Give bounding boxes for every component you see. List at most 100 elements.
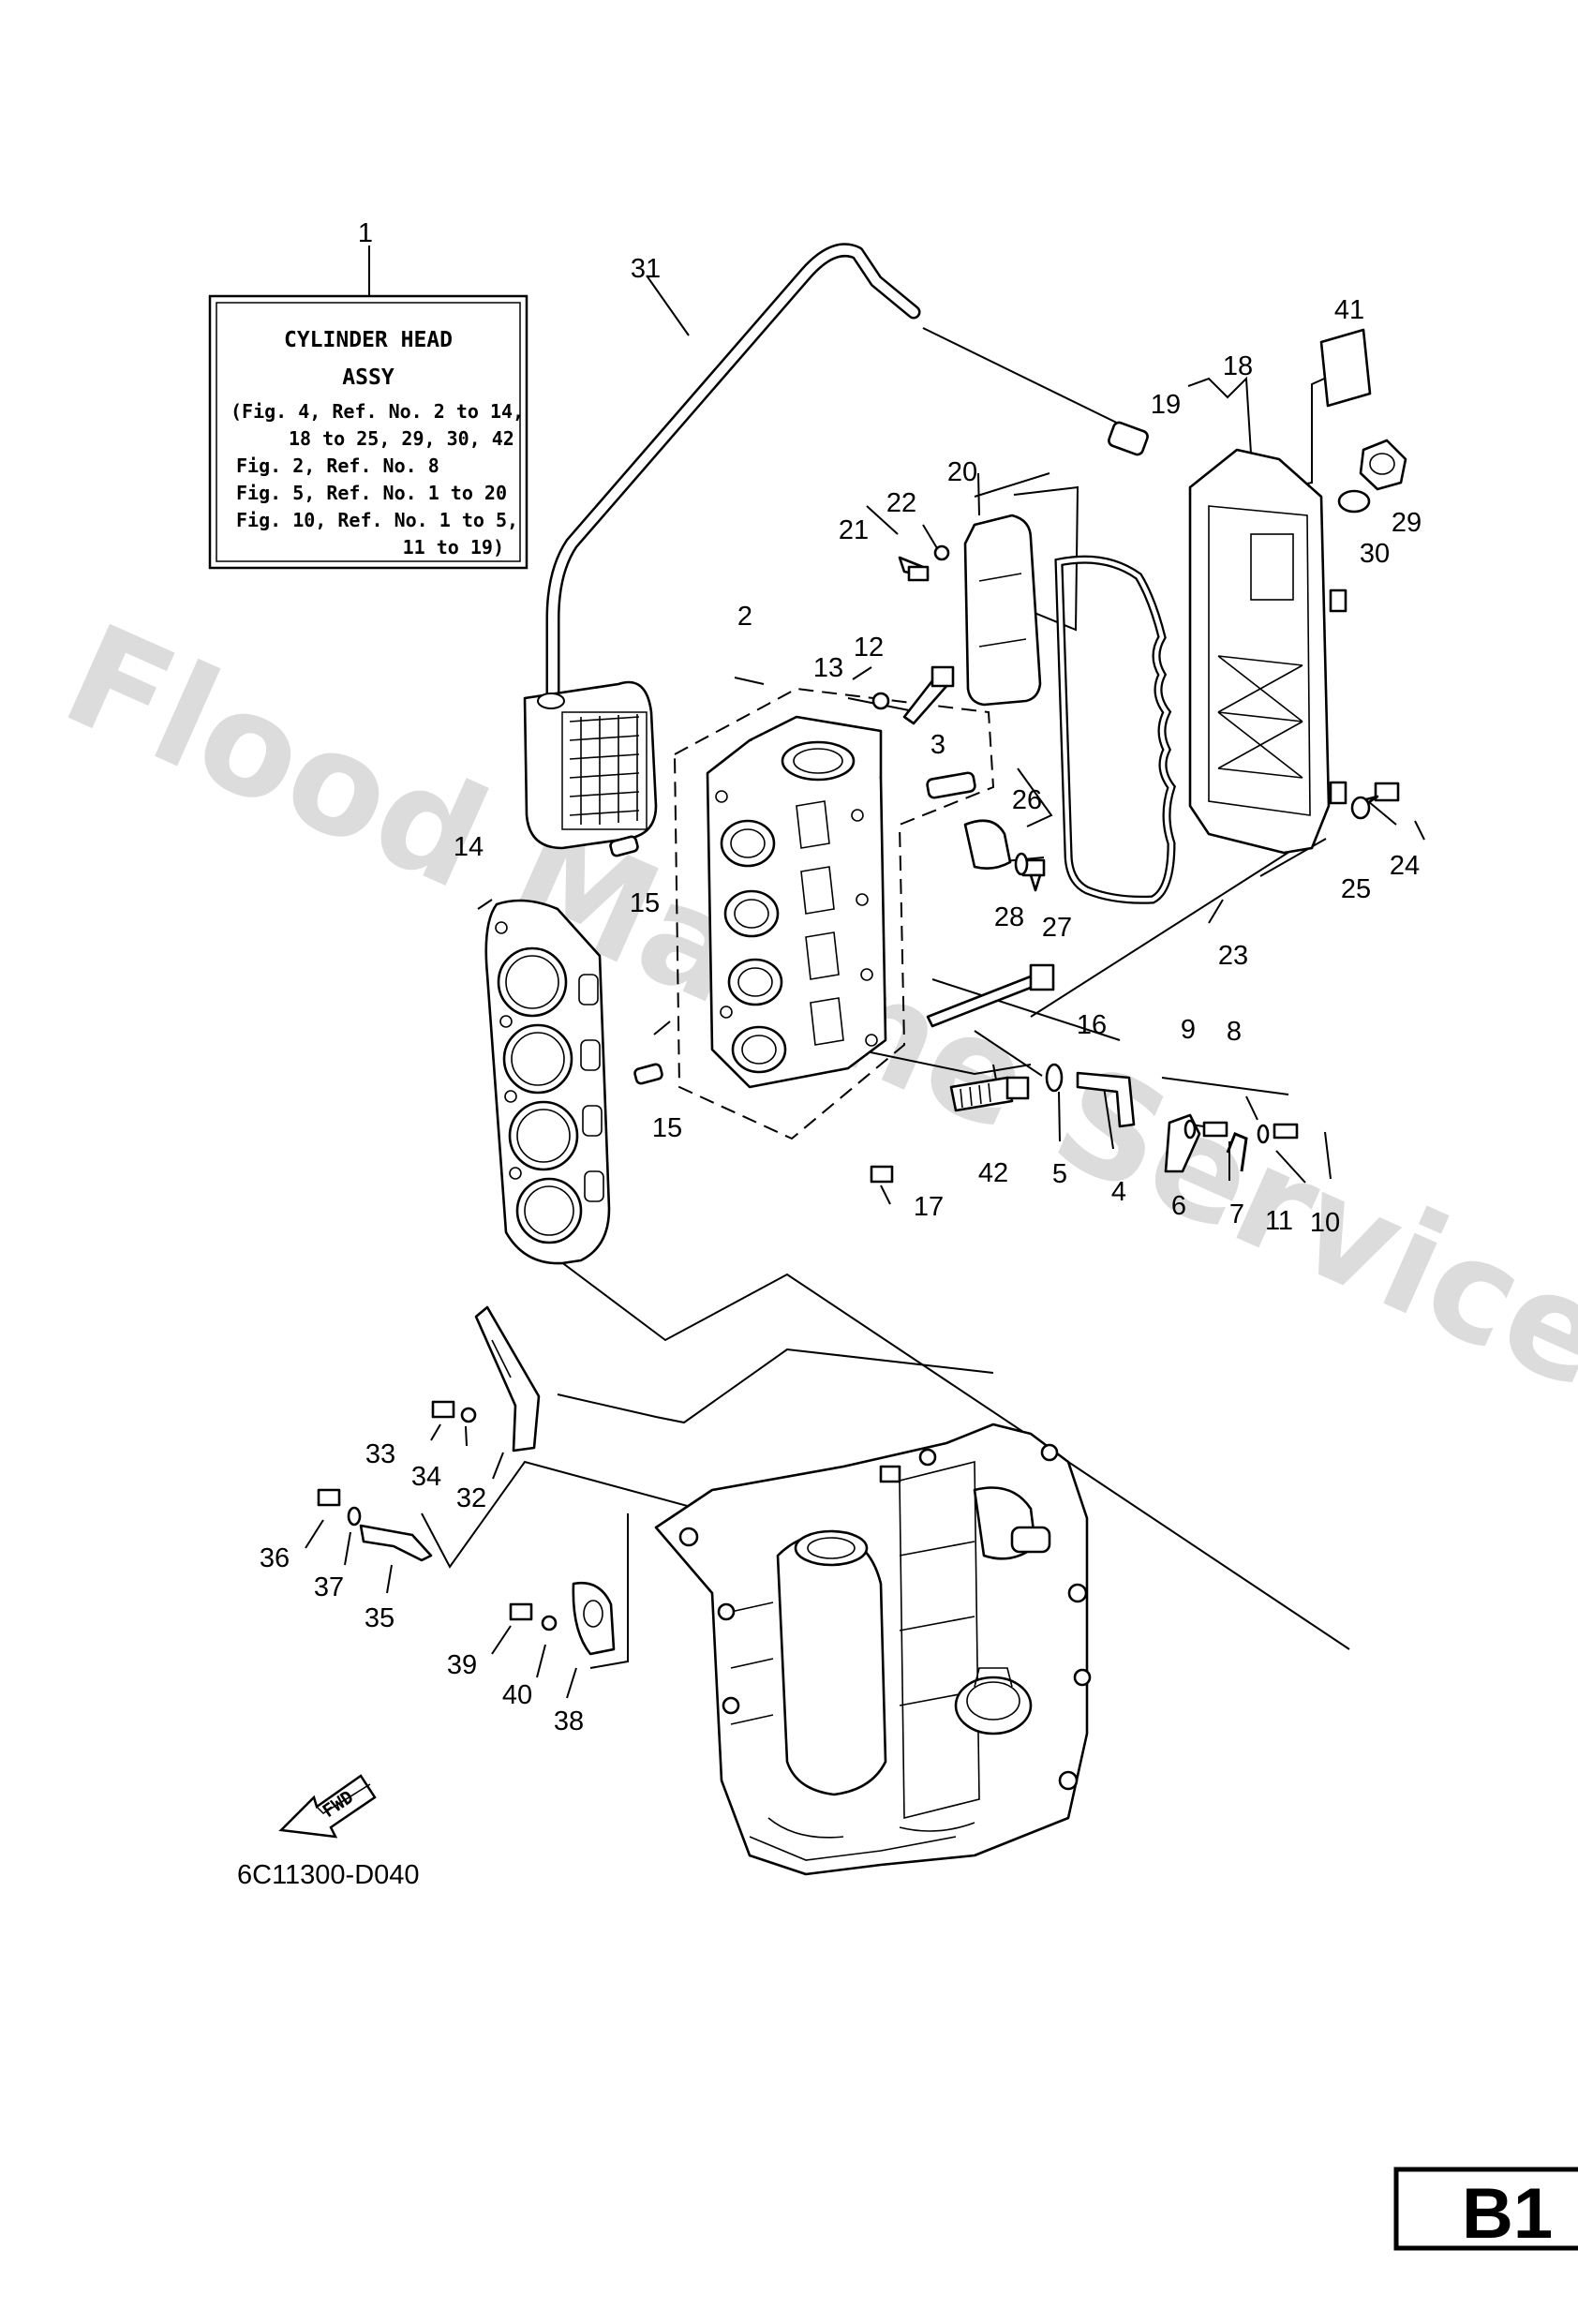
- callout-37: 37: [314, 1572, 344, 1602]
- callout-38: 38: [554, 1706, 584, 1736]
- callout-33: 33: [365, 1439, 395, 1469]
- part-5-gasket: [1045, 1063, 1064, 1093]
- part-18-exhaust-cover: [1188, 448, 1347, 855]
- callout-42: 42: [978, 1158, 1008, 1188]
- part-29-plug: [1359, 439, 1407, 491]
- callout-34: 34: [411, 1462, 441, 1492]
- part-38-plate: [572, 1581, 616, 1656]
- part-15-dowel-pin: [609, 835, 663, 1085]
- forward-direction-arrow: FWD: [278, 1774, 377, 1839]
- legend-line: 11 to 19): [403, 536, 504, 559]
- callout-36: 36: [260, 1543, 290, 1573]
- part-filter-element: [523, 680, 658, 850]
- callout-18: 18: [1223, 351, 1253, 381]
- part-42-sensor: [949, 1076, 1030, 1112]
- callout-39: 39: [447, 1650, 477, 1680]
- part-3-sleeve: [926, 771, 976, 799]
- callout-23: 23: [1218, 941, 1248, 971]
- callout-12: 12: [854, 633, 884, 663]
- part-25-washer: [1350, 796, 1371, 820]
- part-cylinder-block: [654, 1423, 1092, 1876]
- callout-16: 16: [1077, 1010, 1107, 1040]
- callout-31: 31: [631, 254, 661, 284]
- callout-15: 15: [630, 888, 660, 918]
- callout-24: 24: [1390, 851, 1420, 881]
- callout-3: 3: [930, 730, 945, 760]
- part-8-bolt: [1202, 1121, 1228, 1138]
- cylinder-bore-ports: [720, 819, 787, 1074]
- part-14-head-gasket: [484, 899, 611, 1265]
- callout-29: 29: [1392, 508, 1422, 538]
- callout-32: 32: [456, 1483, 486, 1513]
- part-17-bolt: [870, 1165, 894, 1184]
- part-32-bracket: [474, 1305, 541, 1452]
- part-39-bolt: [509, 1602, 533, 1621]
- callout-41: 41: [1334, 295, 1364, 325]
- part-37-washer: [347, 1506, 362, 1527]
- callout-numbers: 1 2 3 4 5 6 7 8 9 10 11 12 13 14 15 15 1…: [260, 218, 1422, 1736]
- part-41-label: [1319, 328, 1372, 408]
- part-16-long-bolt: [926, 963, 1055, 1028]
- callout-5: 5: [1052, 1159, 1067, 1189]
- part-23-cover-gasket: [1054, 555, 1177, 904]
- part-21-bolt: [898, 556, 930, 582]
- part-36-bolt: [317, 1488, 341, 1507]
- callout-17: 17: [914, 1192, 944, 1222]
- legend-subtitle: ASSY: [342, 365, 394, 390]
- oil-filter: [954, 1667, 1033, 1736]
- callout-40: 40: [502, 1680, 532, 1710]
- part-30-o-ring: [1337, 489, 1371, 514]
- part-35-bracket: [359, 1524, 433, 1562]
- part-9-washer: [1184, 1119, 1197, 1140]
- callout-26: 26: [1012, 785, 1042, 815]
- callout-1: 1: [358, 218, 373, 248]
- callout-28: 28: [994, 902, 1024, 932]
- legend-line: (Fig. 4, Ref. No. 2 to 14,: [231, 400, 524, 423]
- drawing-code: 6C11300-D040: [237, 1860, 420, 1890]
- part-31-hose: [545, 243, 921, 710]
- callout-10: 10: [1310, 1208, 1340, 1238]
- part-19-hose-nipple: [1108, 421, 1149, 456]
- part-28-o-ring: [1014, 852, 1029, 876]
- callout-25: 25: [1341, 874, 1371, 904]
- callout-14: 14: [454, 832, 484, 862]
- callout-27: 27: [1042, 913, 1072, 943]
- callout-15: 15: [652, 1113, 682, 1143]
- page-tag-box: B1: [1393, 2167, 1578, 2254]
- legend-line: Fig. 2, Ref. No. 8: [236, 454, 439, 477]
- part-10-screw: [1273, 1123, 1299, 1140]
- legend-line: 18 to 25, 29, 30, 42: [289, 427, 514, 450]
- part-26-gasket-plate: [963, 819, 1012, 870]
- legend-line: Fig. 10, Ref. No. 1 to 5,: [236, 509, 518, 531]
- callout-4: 4: [1111, 1177, 1126, 1207]
- callout-6: 6: [1171, 1191, 1186, 1221]
- callout-7: 7: [1229, 1199, 1244, 1229]
- callout-35: 35: [365, 1603, 394, 1633]
- page-tag: B1: [1462, 2174, 1553, 2254]
- part-40-washer: [541, 1615, 558, 1631]
- callout-21: 21: [839, 515, 869, 545]
- callout-2: 2: [737, 602, 752, 632]
- callout-13: 13: [813, 653, 843, 683]
- callout-11: 11: [1265, 1206, 1293, 1236]
- callout-22: 22: [886, 488, 916, 518]
- legend-title: CYLINDER HEAD: [284, 328, 453, 352]
- callout-19: 19: [1151, 390, 1181, 420]
- callout-8: 8: [1227, 1017, 1242, 1047]
- assembly-legend-box: CYLINDER HEAD ASSY (Fig. 4, Ref. No. 2 t…: [208, 294, 528, 570]
- callout-30: 30: [1360, 539, 1390, 569]
- part-2-cylinder-head: [674, 687, 995, 1140]
- callout-20: 20: [947, 457, 977, 487]
- part-4-sensor-housing: [1076, 1071, 1136, 1128]
- part-34-washer: [460, 1407, 477, 1423]
- part-33-bolt: [431, 1400, 455, 1419]
- part-11-washer: [1257, 1124, 1270, 1144]
- part-20-cover-plate: [963, 514, 1042, 707]
- callout-9: 9: [1181, 1015, 1196, 1045]
- part-22-washer: [933, 544, 950, 561]
- part-13-washer: [871, 692, 890, 710]
- part-12-bolt: [902, 665, 955, 725]
- part-7-clip: [1226, 1132, 1248, 1172]
- legend-line: Fig. 5, Ref. No. 1 to 20: [236, 482, 507, 504]
